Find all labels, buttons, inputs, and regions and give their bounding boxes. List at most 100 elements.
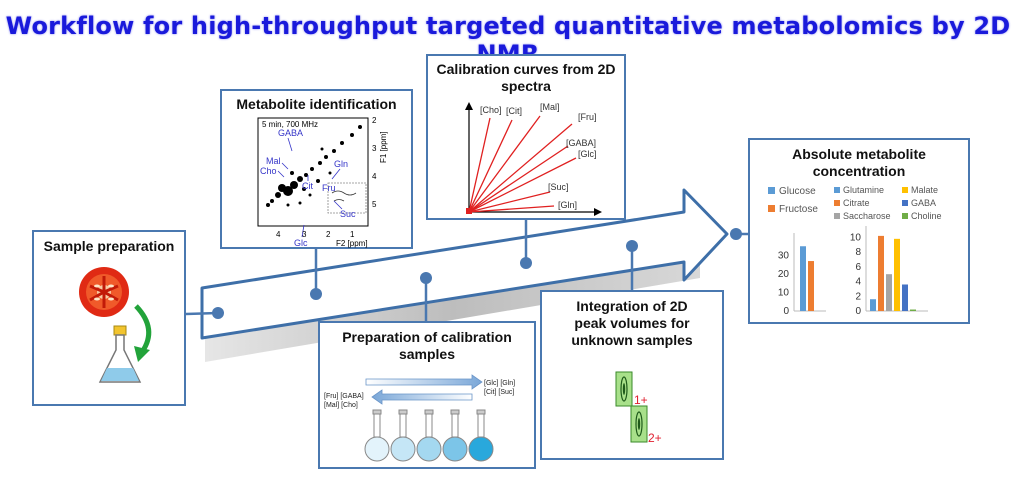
f2-tick: 4: [276, 230, 281, 239]
legend-swatch-glucose: [768, 187, 775, 194]
2d-nmr-spectrum: 5 min, 700 MHz GABA Mal Cho Gln Cit Fru …: [257, 116, 388, 248]
peak-label-cho: Cho: [260, 166, 277, 176]
peak-region-2: [630, 405, 648, 443]
volumetric-flask-icon: [468, 409, 494, 462]
volumetric-flask-icon: [416, 409, 442, 462]
bar-saccharose: [886, 274, 892, 311]
f1-tick: 3: [372, 144, 377, 153]
peak-label-fru: Fru: [322, 183, 336, 193]
y-tick-label: 30: [778, 251, 790, 262]
legend-gaba: GABA: [911, 198, 936, 208]
calibration-curves-box: Calibration curves from 2D spectra [Cho]…: [426, 54, 626, 220]
sample-preparation-title: Sample preparation: [43, 238, 175, 254]
calibration-samples-title-line1: Preparation of calibration: [342, 329, 512, 345]
integration-peaks-illustration: 1+ 2+: [615, 371, 662, 445]
peak-label-mal: Mal: [266, 156, 281, 166]
curve-label-suc: [Suc]: [548, 182, 569, 192]
legend-swatch-fructose: [768, 205, 775, 212]
legend-glucose: Glucose: [779, 186, 816, 197]
volumetric-flask-icon: [442, 409, 468, 462]
calibration-curves-title-line1: Calibration curves from 2D: [436, 61, 616, 77]
connector-dot: [212, 307, 224, 319]
y-tick-label: 20: [778, 269, 790, 280]
peak-label-gln: Gln: [334, 159, 348, 169]
peak-label-1: 1+: [634, 393, 648, 407]
right-metabolites-line2: [Cit] [Suc]: [484, 389, 514, 396]
integration-box: Integration of 2D peak volumes for unkno…: [540, 290, 724, 460]
y-tick-label: 0: [783, 306, 789, 317]
bar-glucose: [800, 246, 806, 311]
integration-title-line2: peak volumes for: [574, 315, 690, 331]
legend-swatch-saccharose: [834, 213, 840, 219]
dilution-series-illustration: [Fru] [GABA] [Mal] [Cho] [Glc] [Gln] [Ci…: [324, 374, 515, 462]
peak-label-gaba: GABA: [278, 128, 303, 138]
calibration-samples-box: Preparation of calibration samples [Fru]…: [318, 321, 536, 469]
y-tick-label: 10: [850, 232, 862, 243]
glucose-fructose-chart: 0 10 20 30: [778, 233, 826, 317]
f1-tick: 4: [372, 172, 377, 181]
y-tick-label: 0: [855, 306, 861, 317]
concentration-charts: Glucose Fructose Glutamine Malate Citrat…: [768, 185, 942, 317]
metabolite-identification-title: Metabolite identification: [236, 96, 397, 112]
absolute-concentration-box: Absolute metabolite concentration Glucos…: [748, 138, 970, 324]
decreasing-arrow: [371, 389, 473, 405]
legend-swatch-glutamine: [834, 187, 840, 193]
absolute-concentration-title-line1: Absolute metabolite: [792, 146, 926, 162]
absolute-concentration-title-line2: concentration: [812, 163, 906, 179]
curve-label-mal: [Mal]: [540, 102, 560, 112]
legend-saccharose: Saccharose: [843, 211, 891, 221]
curve-label-gln: [Gln]: [558, 200, 577, 210]
peak-label-glc: Glc: [294, 238, 308, 248]
f1-tick: 2: [372, 116, 377, 125]
spectrum-label: 5 min, 700 MHz: [262, 120, 318, 129]
legend-swatch-choline: [902, 213, 908, 219]
flask-icon: [98, 325, 142, 383]
curve-label-cit: [Cit]: [506, 106, 522, 116]
calibration-curves-title-line2: spectra: [501, 78, 551, 94]
y-tick-label: 4: [855, 277, 861, 288]
bar-fructose: [808, 261, 814, 311]
curve-label-gaba: [GABA]: [566, 138, 596, 148]
y-tick-label: 8: [855, 247, 861, 258]
peak-label-cit: Cit: [302, 181, 313, 191]
f1-tick: 5: [372, 200, 377, 209]
bar-citrate: [878, 235, 884, 311]
connector-dot: [420, 272, 432, 284]
sample-preparation-box: Sample preparation: [32, 230, 186, 406]
y-tick-label: 6: [855, 262, 861, 273]
f2-tick: 1: [350, 230, 355, 239]
left-metabolites-line1: [Fru] [GABA]: [324, 393, 364, 400]
curve-label-glc: [Glc]: [578, 149, 597, 159]
connector-dot: [626, 240, 638, 252]
peak-label-2: 2+: [648, 431, 662, 445]
bar-malate: [894, 238, 900, 311]
legend-malate: Malate: [911, 185, 938, 195]
legend-swatch-citrate: [834, 200, 840, 206]
connector-dot: [310, 288, 322, 300]
bar-choline: [910, 309, 916, 311]
peak-region-1: [615, 371, 633, 407]
legend-citrate: Citrate: [843, 198, 870, 208]
y-tick-label: 10: [778, 288, 790, 299]
volumetric-flask-icon: [390, 409, 416, 462]
f2-tick: 3: [302, 230, 307, 239]
connector-dot: [520, 257, 532, 269]
curve-label-fru: [Fru]: [578, 112, 597, 122]
legend-fructose: Fructose: [779, 204, 818, 215]
tomato-to-flask-illustration: [79, 267, 152, 383]
connector-dot: [730, 228, 742, 240]
left-metabolites-line2: [Mal] [Cho]: [324, 402, 358, 409]
increasing-arrow: [365, 374, 483, 390]
legend-choline: Choline: [911, 211, 942, 221]
f2-tick: 2: [326, 230, 331, 239]
integration-title-line3: unknown samples: [571, 332, 693, 348]
calibration-curves-plot: [Cho] [Cit] [Mal] [Fru] [GABA] [Glc] [Su…: [465, 102, 602, 216]
right-metabolites-line1: [Glc] [Gln]: [484, 380, 515, 387]
bar-glutamine: [870, 299, 876, 311]
bar-gaba: [902, 284, 908, 311]
integration-title-line1: Integration of 2D: [576, 298, 688, 314]
curve-label-cho: [Cho]: [480, 105, 502, 115]
tomato-icon: [79, 267, 129, 317]
peak-label-suc: Suc: [340, 209, 356, 219]
